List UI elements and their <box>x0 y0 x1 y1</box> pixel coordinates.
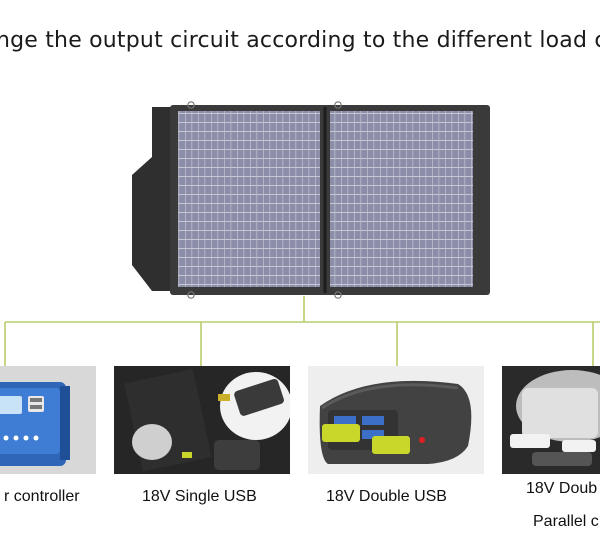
product-photo-double-usb <box>308 366 484 474</box>
solar-panel <box>132 101 490 299</box>
product-caption-double-parallel: 18V Doub <box>526 480 598 497</box>
product-caption-double-usb: 18V Double USB <box>326 488 447 505</box>
product-photo-controller <box>0 366 96 474</box>
product-caption-single-usb: 18V Single USB <box>142 488 257 505</box>
product-caption-controller: r controller <box>4 488 80 505</box>
product-photo-double-parallel <box>502 366 600 474</box>
headline: nge the output circuit according to the … <box>0 28 600 53</box>
product-caption-double-parallel-line2: Parallel c <box>533 513 599 530</box>
product-photo-single-usb <box>114 366 290 474</box>
